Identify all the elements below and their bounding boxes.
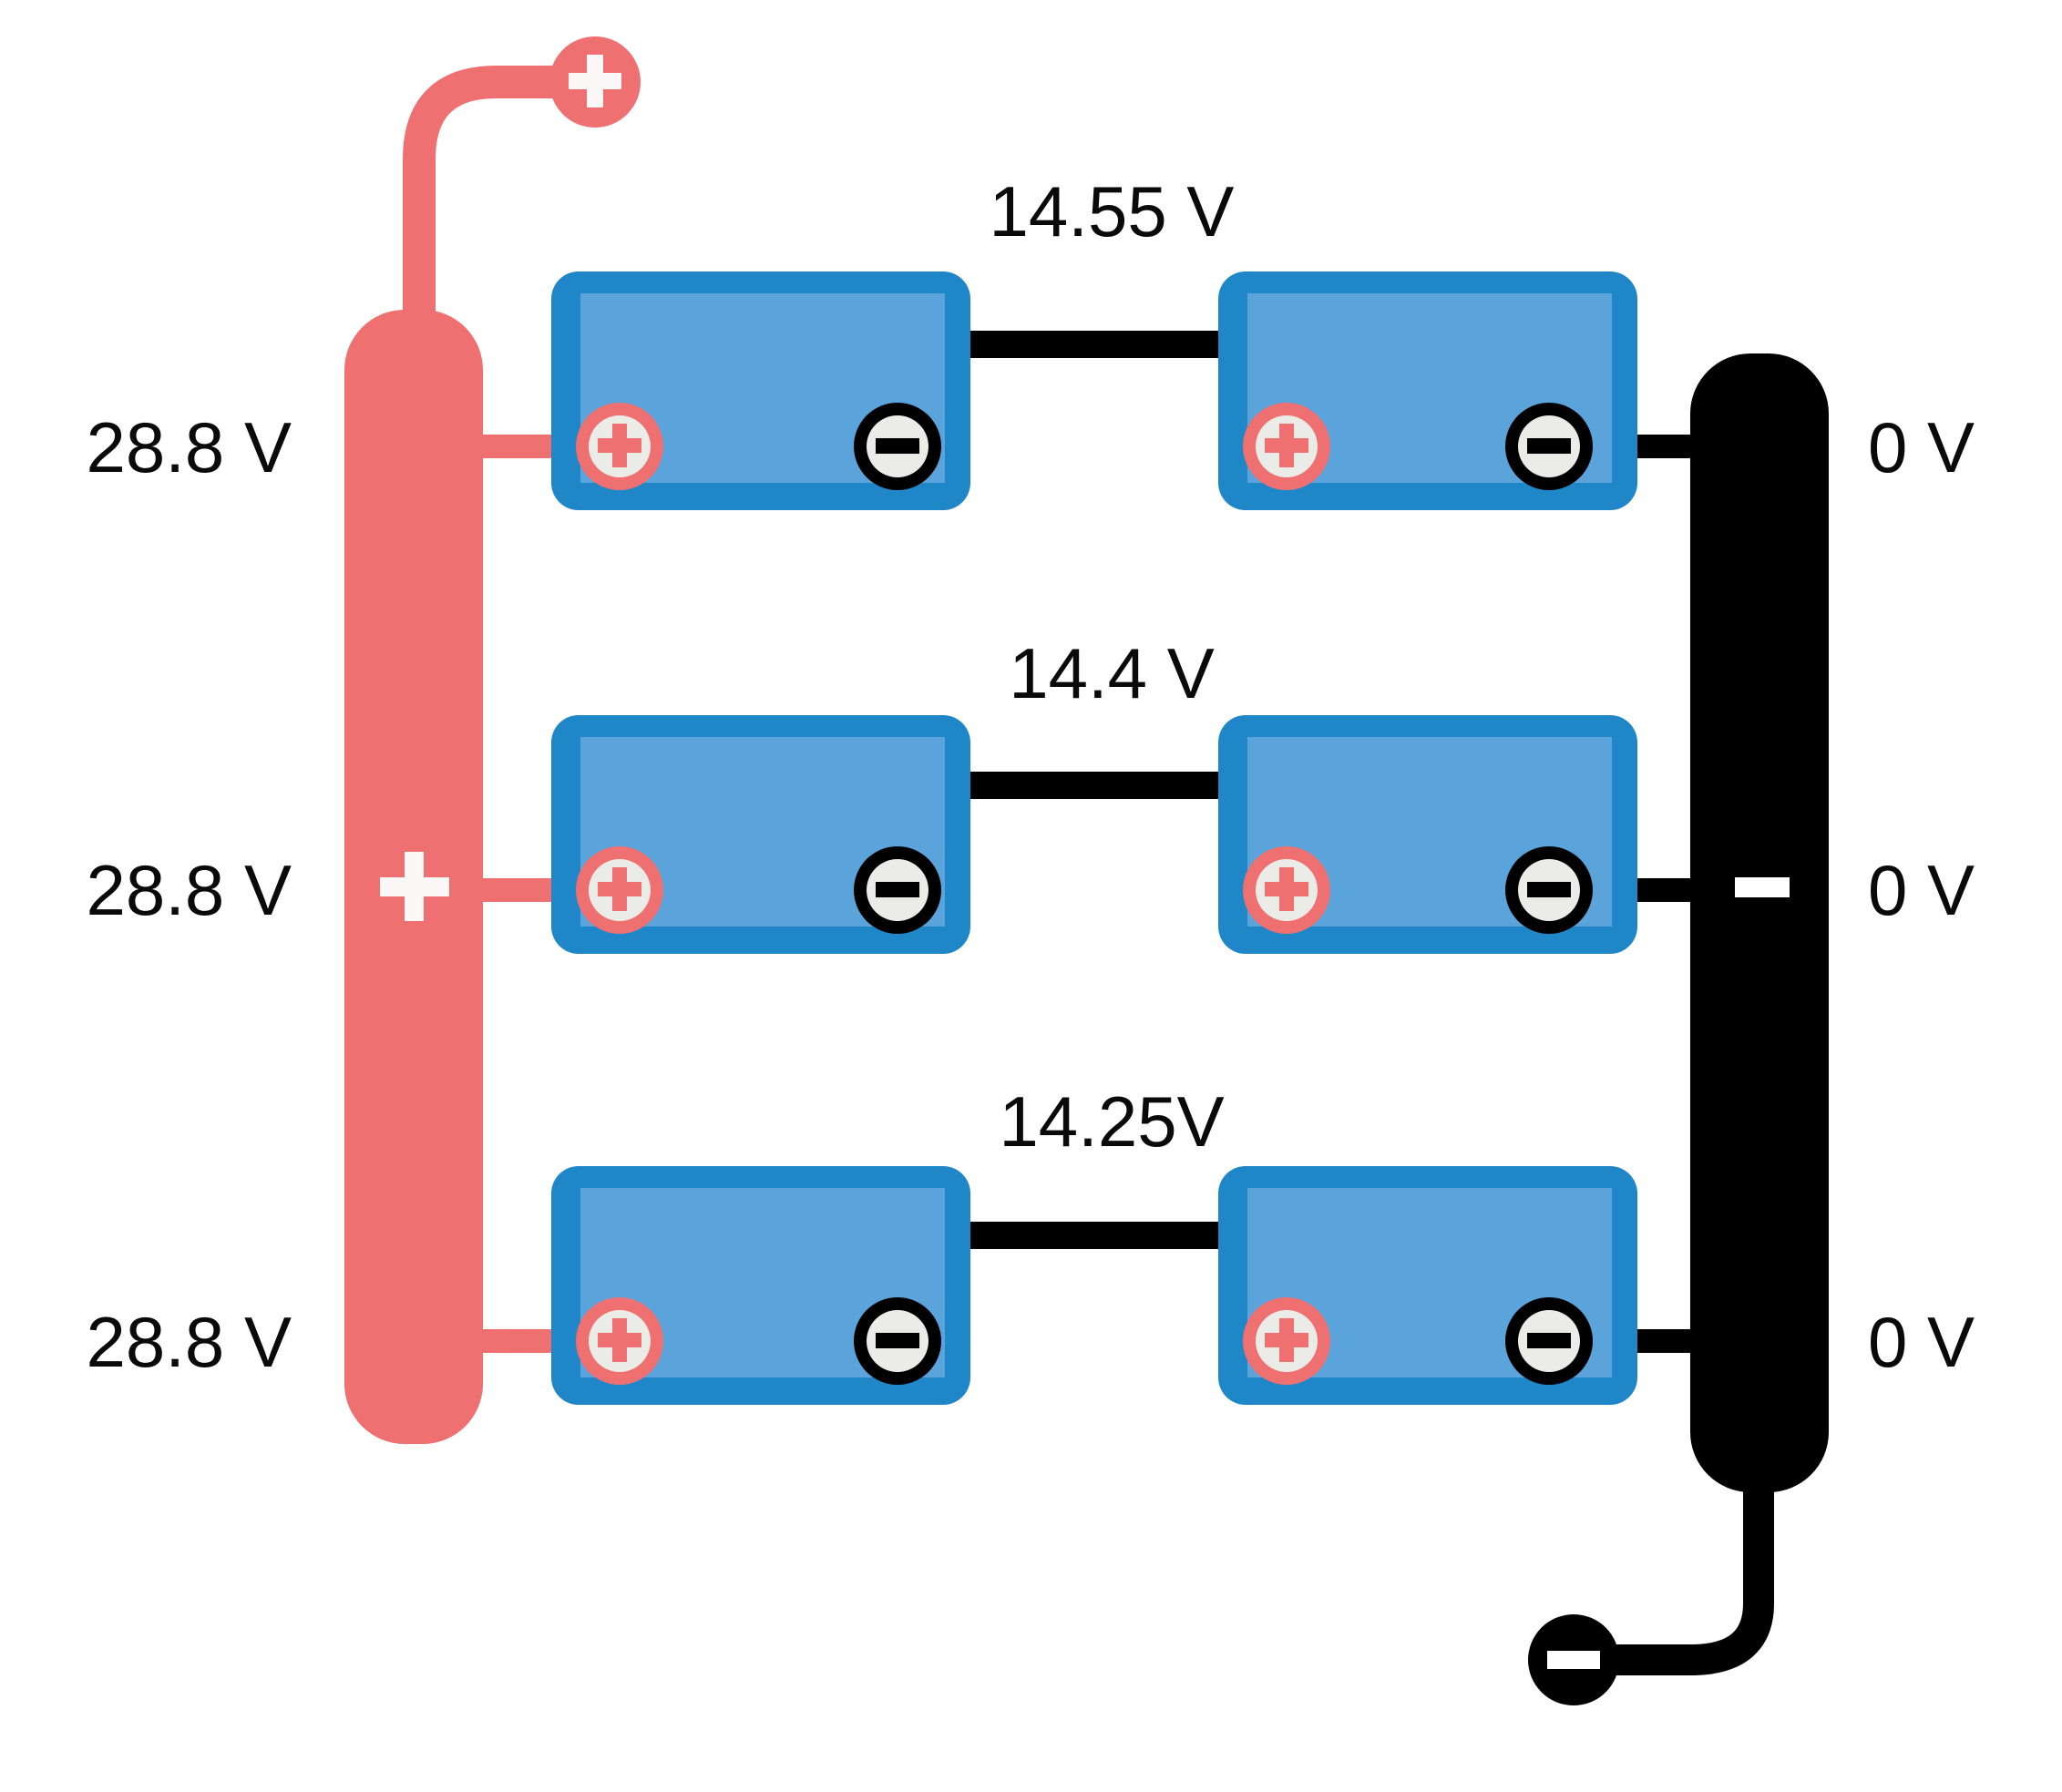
battery-3a-positive-terminal[interactable]: [576, 1297, 663, 1385]
label-midpoint-row1: 14.55 V: [989, 171, 1235, 251]
positive-side-group: [344, 36, 641, 1444]
battery-1a-positive-terminal[interactable]: [576, 403, 663, 490]
battery-2a[interactable]: [551, 715, 970, 954]
negative-busbar-body[interactable]: [1690, 353, 1829, 1492]
positive-lead-plug-plus-icon: [569, 55, 621, 108]
battery-1b-positive-terminal[interactable]: [1243, 403, 1330, 490]
battery-1b-negative-terminal[interactable]: [1505, 403, 1593, 490]
battery-2a-negative-terminal[interactable]: [854, 846, 941, 934]
battery-1b[interactable]: [1218, 271, 1637, 510]
battery-2b-negative-terminal[interactable]: [1505, 846, 1593, 934]
negative-side-group: [884, 331, 1829, 1705]
positive-busbar-plus-icon: [380, 852, 449, 921]
label-negative-row2: 0 V: [1868, 850, 1975, 930]
label-positive-row2: 28.8 V: [86, 850, 292, 930]
battery-3a-negative-terminal[interactable]: [854, 1297, 941, 1385]
label-positive-row1: 28.8 V: [86, 407, 292, 487]
string-3: [551, 1166, 1637, 1405]
battery-2a-positive-terminal[interactable]: [576, 846, 663, 934]
label-midpoint-row2: 14.4 V: [1009, 633, 1215, 713]
negative-lead-cable: [1570, 1424, 1774, 1675]
battery-2b[interactable]: [1218, 715, 1637, 954]
battery-1a-negative-terminal[interactable]: [854, 403, 941, 490]
battery-2b-positive-terminal[interactable]: [1243, 846, 1330, 934]
string-1: [551, 271, 1637, 510]
label-negative-row1: 0 V: [1868, 407, 1975, 487]
label-negative-row3: 0 V: [1868, 1302, 1975, 1382]
label-positive-row3: 28.8 V: [86, 1302, 292, 1382]
battery-3b[interactable]: [1218, 1166, 1637, 1405]
label-midpoint-row3: 14.25V: [999, 1081, 1225, 1162]
battery-3a[interactable]: [551, 1166, 970, 1405]
battery-1a[interactable]: [551, 271, 970, 510]
battery-3b-negative-terminal[interactable]: [1505, 1297, 1593, 1385]
negative-lead-plug-minus-icon: [1547, 1651, 1600, 1669]
negative-busbar-minus-icon: [1735, 877, 1790, 897]
string-2: [551, 715, 1637, 954]
positive-lead-cable: [403, 66, 600, 381]
battery-3b-positive-terminal[interactable]: [1243, 1297, 1330, 1385]
